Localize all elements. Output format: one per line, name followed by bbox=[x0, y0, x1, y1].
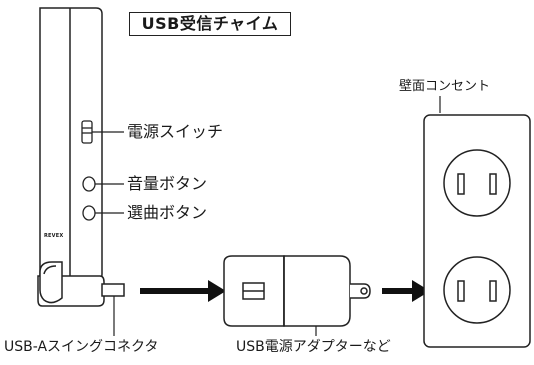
brand-logo: REVEX bbox=[44, 233, 64, 239]
arrow-connector-to-adapter bbox=[140, 280, 226, 302]
leader-lines bbox=[92, 96, 441, 336]
song-button-icon bbox=[82, 205, 96, 221]
outlet-label: 壁面コンセント bbox=[399, 79, 491, 94]
arrow-adapter-to-outlet bbox=[382, 280, 430, 302]
usb-adapter bbox=[223, 255, 371, 327]
chime-unit bbox=[37, 7, 125, 307]
connector-label: USB-Aスイングコネクタ bbox=[4, 339, 159, 355]
power-switch-label: 電源スイッチ bbox=[127, 122, 224, 141]
song-button-label: 選曲ボタン bbox=[127, 203, 208, 222]
volume-button-icon bbox=[82, 176, 96, 192]
wall-outlet bbox=[423, 114, 531, 348]
volume-button-label: 音量ボタン bbox=[127, 174, 208, 193]
power-switch-icon bbox=[81, 120, 93, 144]
diagram-title: USB受信チャイム bbox=[129, 12, 291, 36]
adapter-label: USB電源アダプターなど bbox=[236, 339, 391, 355]
